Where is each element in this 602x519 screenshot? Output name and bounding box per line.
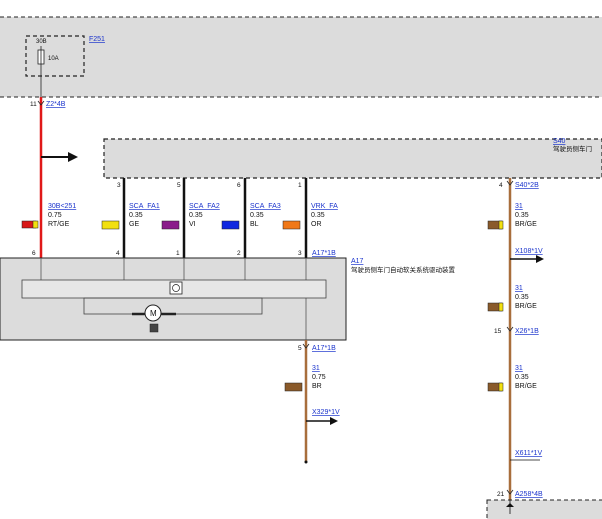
connector-label-a17-1b-top[interactable]: A17*1B — [312, 250, 336, 257]
swatch-brown-right-2-tab — [498, 302, 504, 312]
splice-label-x108[interactable]: X108*1V — [515, 248, 543, 255]
color-label-sca-fa3: BL — [250, 221, 259, 228]
a258-arrow-head — [506, 503, 514, 507]
fuse-panel — [0, 17, 602, 97]
fuse-box[interactable] — [25, 35, 85, 77]
color-label-right-3: BR/GE — [515, 383, 537, 390]
pin-right-1: 4 — [499, 182, 503, 189]
color-label-red: RT/GE — [48, 221, 70, 228]
circuit-label-sca-fa1[interactable]: SCA_FA1 — [129, 203, 160, 210]
pin-bottom-sca-fa1: 4 — [116, 250, 120, 257]
a258-box[interactable] — [486, 499, 602, 519]
color-label-sca-fa1: GE — [129, 221, 139, 228]
pin-right-2: 15 — [494, 328, 502, 335]
connector-label-s40-2b[interactable]: S40*2B — [515, 182, 539, 189]
circuit-label-vrk-fa[interactable]: VRK_FA — [311, 203, 338, 210]
pin-bottom-sca-fa3: 2 — [237, 250, 241, 257]
size-label-right-2: 0.35 — [515, 294, 529, 301]
circuit-label-sca-fa2[interactable]: SCA_FA2 — [189, 203, 220, 210]
pin-bottom-red: 6 — [32, 250, 36, 257]
splice-label-x329[interactable]: X329*1V — [312, 409, 340, 416]
swatch-yellow — [101, 220, 120, 230]
size-label-a17-out: 0.75 — [312, 374, 326, 381]
pin-bottom-sca-fa2: 1 — [176, 250, 180, 257]
s40-id-label[interactable]: S40 — [553, 138, 566, 145]
a17-desc-label: 驾驶员侧车门自动软关系统驱动装置 — [351, 265, 456, 274]
color-label-vrk-fa: OR — [311, 221, 322, 228]
color-label-right-1: BR/GE — [515, 221, 537, 228]
a17-box[interactable] — [0, 257, 347, 341]
color-label-a17-out: BR — [312, 383, 322, 390]
swatch-brown-right-1-tab — [498, 220, 504, 230]
connector-label-x26-1b[interactable]: X26*1B — [515, 328, 539, 335]
pin-top-vrk-fa: 1 — [298, 182, 302, 189]
s40-box[interactable] — [103, 138, 602, 179]
splice-label-x611[interactable]: X611*1V — [515, 450, 542, 457]
circuit-label-right-3[interactable]: 31 — [515, 365, 523, 372]
splice-arrow-x329-head — [330, 417, 338, 425]
motor-icon — [144, 304, 162, 322]
pin-bottom-vrk-fa: 3 — [298, 250, 302, 257]
motor-mount-icon — [149, 323, 159, 333]
fuse-terminal-label: 30B — [36, 39, 47, 45]
swatch-blue — [221, 220, 240, 230]
fuse-id-label[interactable]: F251 — [89, 36, 105, 43]
circuit-label-right-2[interactable]: 31 — [515, 285, 523, 292]
pin-top-sca-fa2: 5 — [177, 182, 181, 189]
circuit-label-right-1[interactable]: 31 — [515, 203, 523, 210]
pin-right-3: 21 — [497, 491, 505, 498]
size-label-sca-fa2: 0.35 — [189, 212, 203, 219]
swatch-brown-a17 — [284, 382, 303, 392]
connector-label-a17-1b[interactable]: A17*1B — [312, 345, 336, 352]
pin-label-11: 11 — [30, 101, 37, 108]
size-label-vrk-fa: 0.35 — [311, 212, 325, 219]
connector-marker-a17-out — [302, 343, 310, 349]
splice-arrow-x108-head — [536, 255, 544, 263]
connector-marker-s40 — [506, 180, 514, 186]
connector-marker-z2 — [37, 100, 45, 106]
swatch-purple — [161, 220, 180, 230]
size-label-red: 0.75 — [48, 212, 62, 219]
circuit-label-red[interactable]: 30B<251 — [48, 203, 76, 210]
size-label-right-1: 0.35 — [515, 212, 529, 219]
connector-marker-a258 — [506, 489, 514, 495]
color-label-sca-fa2: VI — [189, 221, 196, 228]
logic-ic-icon — [169, 281, 183, 295]
logic-ic-icon-mark — [172, 284, 180, 292]
swatch-brown-right-3-tab — [498, 382, 504, 392]
s40-desc-label: 驾驶员侧车门 — [553, 144, 592, 153]
wire-end-a17 — [304, 460, 308, 464]
a17-id-label[interactable]: A17 — [351, 258, 364, 265]
connector-label-a258-4b[interactable]: A258*4B — [515, 491, 543, 498]
pin-top-sca-fa3: 6 — [237, 182, 241, 189]
motor-icon-letter: M — [150, 309, 157, 318]
connector-marker-x26 — [506, 326, 514, 332]
circuit-label-a17-out[interactable]: 31 — [312, 365, 320, 372]
circuit-label-sca-fa3[interactable]: SCA_FA3 — [250, 203, 281, 210]
connector-label-z2[interactable]: Z2*4B — [46, 101, 66, 108]
size-label-right-3: 0.35 — [515, 374, 529, 381]
color-label-right-2: BR/GE — [515, 303, 537, 310]
pin-a17-out: 5 — [298, 345, 302, 352]
pin-top-sca-fa1: 3 — [117, 182, 121, 189]
fuse-rating-label: 10A — [48, 56, 59, 62]
size-label-sca-fa3: 0.35 — [250, 212, 264, 219]
branch-arrow-head — [68, 152, 78, 162]
swatch-red-tab — [32, 220, 39, 229]
swatch-orange — [282, 220, 301, 230]
size-label-sca-fa1: 0.35 — [129, 212, 143, 219]
